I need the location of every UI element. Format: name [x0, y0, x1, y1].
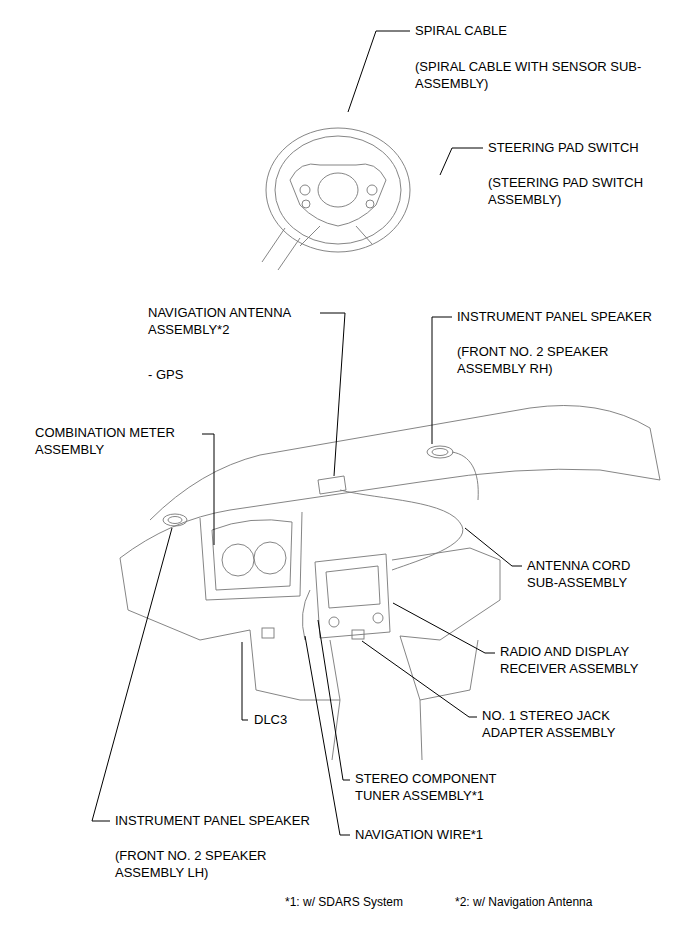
part-label: RADIO AND DISPLAY RECEIVER ASSEMBLY: [500, 643, 672, 677]
part-label: SPIRAL CABLE: [415, 22, 507, 39]
part-label: COMBINATION METER ASSEMBLY: [35, 424, 213, 458]
part-label: *2: w/ Navigation Antenna: [455, 894, 592, 911]
part-label: *1: w/ SDARS System: [285, 894, 403, 911]
part-label: (FRONT NO. 2 SPEAKER ASSEMBLY RH): [457, 343, 649, 377]
part-label: INSTRUMENT PANEL SPEAKER: [115, 812, 310, 829]
instrument-panel: [120, 406, 660, 761]
part-label: ANTENNA CORD SUB-ASSEMBLY: [527, 557, 659, 591]
part-label: NO. 1 STEREO JACK ADAPTER ASSEMBLY: [482, 707, 650, 741]
part-label: (SPIRAL CABLE WITH SENSOR SUB-ASSEMBLY): [415, 58, 683, 92]
steering-wheel: [262, 128, 410, 270]
part-label: - GPS: [148, 366, 183, 383]
part-label: NAVIGATION WIRE*1: [355, 826, 483, 843]
part-label: STEERING PAD SWITCH: [488, 139, 639, 156]
part-label: NAVIGATION ANTENNA ASSEMBLY*2: [148, 304, 326, 338]
part-label: (FRONT NO. 2 SPEAKER ASSEMBLY LH): [115, 847, 307, 881]
part-label: DLC3: [254, 711, 287, 728]
part-label: (STEERING PAD SWITCH ASSEMBLY): [488, 174, 684, 208]
part-label: STEREO COMPONENT TUNER ASSEMBLY*1: [355, 770, 523, 804]
part-label: INSTRUMENT PANEL SPEAKER: [457, 308, 652, 325]
